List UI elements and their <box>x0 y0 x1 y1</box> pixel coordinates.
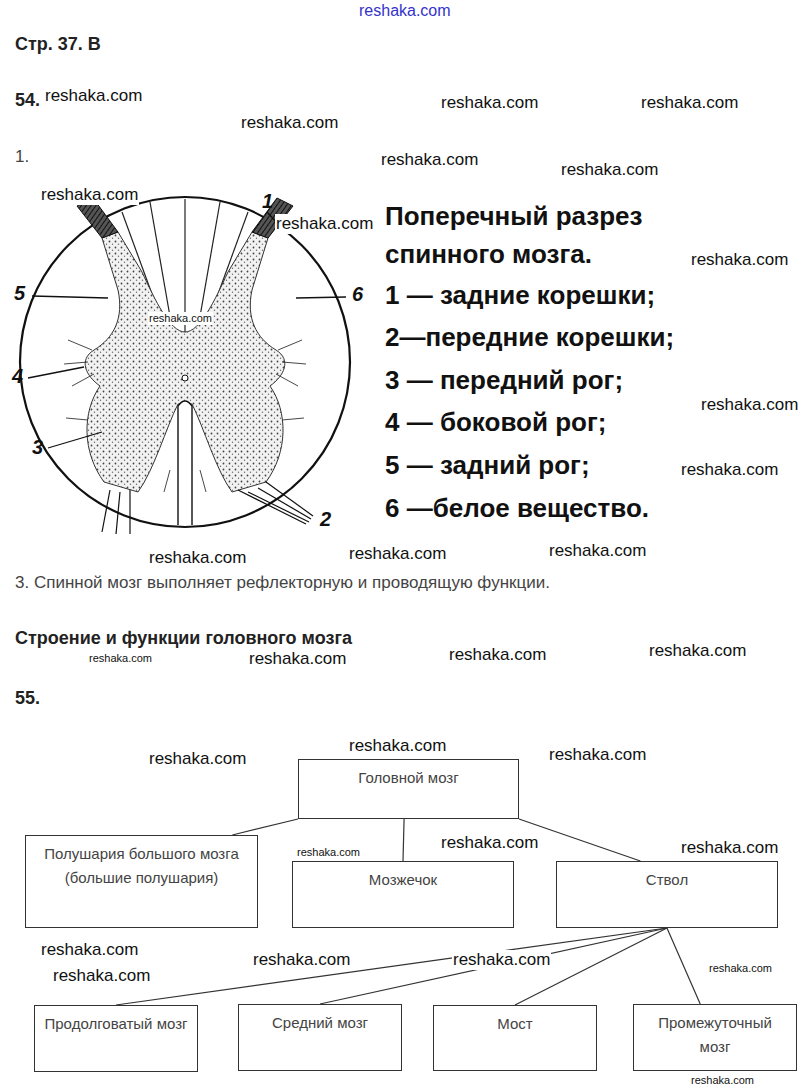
key-item: 1 — задние корешки; <box>385 281 655 311</box>
brain-part-box: Головной мозг <box>298 759 519 819</box>
watermark: reshaka.com <box>40 940 139 960</box>
box-label: Продолговатый мозг <box>35 1006 197 1042</box>
watermark: reshaka.com <box>440 93 539 113</box>
watermark: reshaka.com <box>348 736 447 756</box>
callout-number: 1 <box>262 190 273 213</box>
watermark: reshaka.com <box>708 962 773 975</box>
connector-line <box>320 928 667 1004</box>
brain-part-box: Мозжечок <box>292 861 514 928</box>
watermark: reshaka.com <box>640 93 739 113</box>
box-label: Полушария большого мозга (большие полуша… <box>26 836 257 896</box>
watermark: reshaka.com <box>560 160 659 180</box>
callout-number: 5 <box>14 282 25 305</box>
watermark: reshaka.com <box>148 749 247 769</box>
answer-text: 3. Спинной мозг выполняет рефлекторную и… <box>15 573 550 593</box>
watermark: reshaka.com <box>52 966 151 986</box>
watermark: reshaka.com <box>252 950 351 970</box>
watermark: reshaka.com <box>358 2 452 20</box>
key-item: 2—передние корешки; <box>385 323 674 353</box>
callout-number: 3 <box>32 436 43 459</box>
connector-line <box>667 928 700 1004</box>
key-item: 5 — задний рог; <box>385 451 590 481</box>
watermark: reshaka.com <box>700 395 799 415</box>
grey-matter-fibrils <box>64 340 306 492</box>
watermark: reshaka.com <box>148 312 213 325</box>
brain-part-box: Ствол <box>556 861 778 928</box>
watermark: reshaka.com <box>548 541 647 561</box>
central-canal <box>182 375 188 381</box>
box-label: Ствол <box>557 862 777 898</box>
watermark: reshaka.com <box>296 846 361 859</box>
watermark: reshaka.com <box>88 652 153 665</box>
callout-number: 2 <box>320 508 331 531</box>
watermark: reshaka.com <box>690 250 789 270</box>
key-item: 6 —белое вещество. <box>385 494 649 524</box>
watermark: reshaka.com <box>548 745 647 765</box>
anterior-fissure <box>178 401 192 525</box>
cord-outline <box>20 197 350 527</box>
watermark: reshaka.com <box>440 833 539 853</box>
box-label: Мост <box>434 1006 596 1042</box>
watermark: reshaka.com <box>680 838 779 858</box>
watermark: reshaka.com <box>448 645 547 665</box>
watermark: reshaka.com <box>148 548 247 568</box>
connector-line <box>403 819 404 861</box>
connector-line <box>232 819 298 835</box>
connector-line <box>116 928 667 1005</box>
watermark: reshaka.com <box>44 86 143 106</box>
brain-part-box: Мост <box>433 1005 597 1071</box>
section-heading: Строение и функции головного мозга <box>15 628 352 649</box>
watermark: reshaka.com <box>452 950 551 970</box>
task-number: 55. <box>15 688 40 709</box>
box-label: Промежуточный мозг <box>634 1005 796 1065</box>
watermark: reshaka.com <box>40 185 139 205</box>
box-label: Средний мозг <box>239 1005 401 1041</box>
callout-number: 6 <box>352 283 363 306</box>
callout-number: 4 <box>12 365 23 388</box>
box-label: Мозжечок <box>293 862 513 898</box>
brain-part-box: Полушария большого мозга (большие полуша… <box>25 835 258 928</box>
brain-part-box: Средний мозг <box>238 1004 402 1071</box>
brain-part-box: Продолговатый мозг <box>34 1005 198 1072</box>
key-item: 3 — передний рог; <box>385 366 623 396</box>
leader-lines <box>28 212 346 448</box>
watermark: reshaka.com <box>680 460 779 480</box>
figure-heading: Поперечный разрез спинного мозга. <box>385 198 715 273</box>
key-item: 4 — боковой рог; <box>385 408 606 438</box>
answer-text: 1. <box>15 147 29 167</box>
ventral-roots <box>102 482 313 534</box>
task-number: 54. <box>15 90 40 111</box>
page-ref: Стр. 37. В <box>15 34 101 55</box>
box-label: Головной мозг <box>299 760 518 796</box>
watermark: reshaka.com <box>240 113 339 133</box>
brain-part-box: Промежуточный мозг <box>633 1004 797 1071</box>
watermark: reshaka.com <box>248 649 347 669</box>
watermark: reshaka.com <box>690 1074 755 1087</box>
watermark: reshaka.com <box>275 214 374 234</box>
watermark: reshaka.com <box>348 544 447 564</box>
watermark: reshaka.com <box>648 641 747 661</box>
watermark: reshaka.com <box>380 150 479 170</box>
